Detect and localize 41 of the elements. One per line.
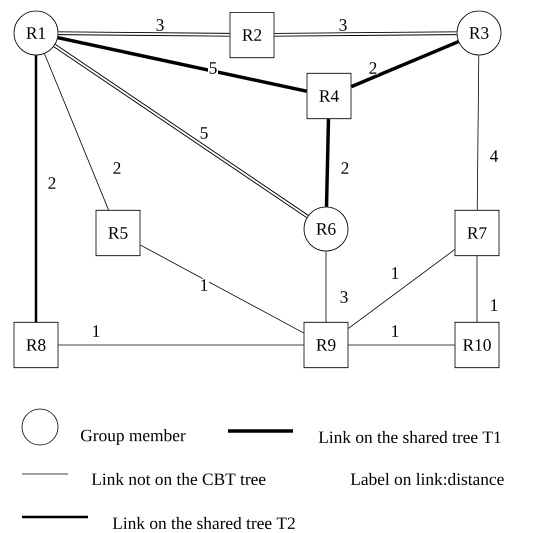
link-line: [44, 53, 109, 210]
link-line: [274, 31, 457, 37]
edge-label: 2: [340, 162, 350, 174]
edge-label: 2: [368, 62, 378, 74]
link-line: [140, 244, 304, 334]
legend-text: Link on the shared tree T2: [112, 516, 295, 530]
edge-label: 2: [47, 176, 57, 190]
edge-label: 1: [390, 266, 400, 280]
edge-label: 1: [489, 298, 499, 312]
edge-label: 4: [489, 150, 499, 162]
legend-text: Link not on the CBT tree: [92, 472, 266, 486]
edge-label: 1: [390, 324, 400, 338]
edge-label: 3: [339, 290, 349, 304]
router-box: R7: [454, 210, 500, 256]
edge-label: 2: [112, 162, 122, 174]
legend-text: Group member: [80, 429, 186, 445]
router-box: R10: [454, 322, 500, 368]
link-line: [58, 31, 230, 37]
legend-text: Link on the shared tree T1: [318, 430, 501, 444]
edge-label: 5: [208, 62, 218, 74]
link-line: [348, 249, 455, 329]
link-line: [350, 40, 460, 88]
edge-label: 1: [91, 324, 101, 338]
router-box: R4: [306, 72, 352, 120]
link-line: [34, 55, 38, 322]
router-box: R2: [230, 12, 274, 58]
edge-label: 3: [338, 18, 348, 32]
edge-label: 3: [155, 18, 165, 32]
edge-label: 1: [199, 278, 209, 292]
link-line: [476, 256, 478, 322]
router-box: R8: [14, 322, 58, 368]
link-line: [58, 344, 304, 346]
note-text: Label on link:distance: [350, 472, 504, 486]
link-line: [324, 119, 330, 207]
router-box: R5: [96, 210, 140, 256]
link-line: [58, 36, 307, 93]
router-box: R9: [304, 322, 348, 368]
link-line: [476, 55, 480, 210]
link-line: [54, 44, 308, 218]
edge-label: 5: [199, 126, 209, 140]
link-line: [348, 344, 455, 346]
